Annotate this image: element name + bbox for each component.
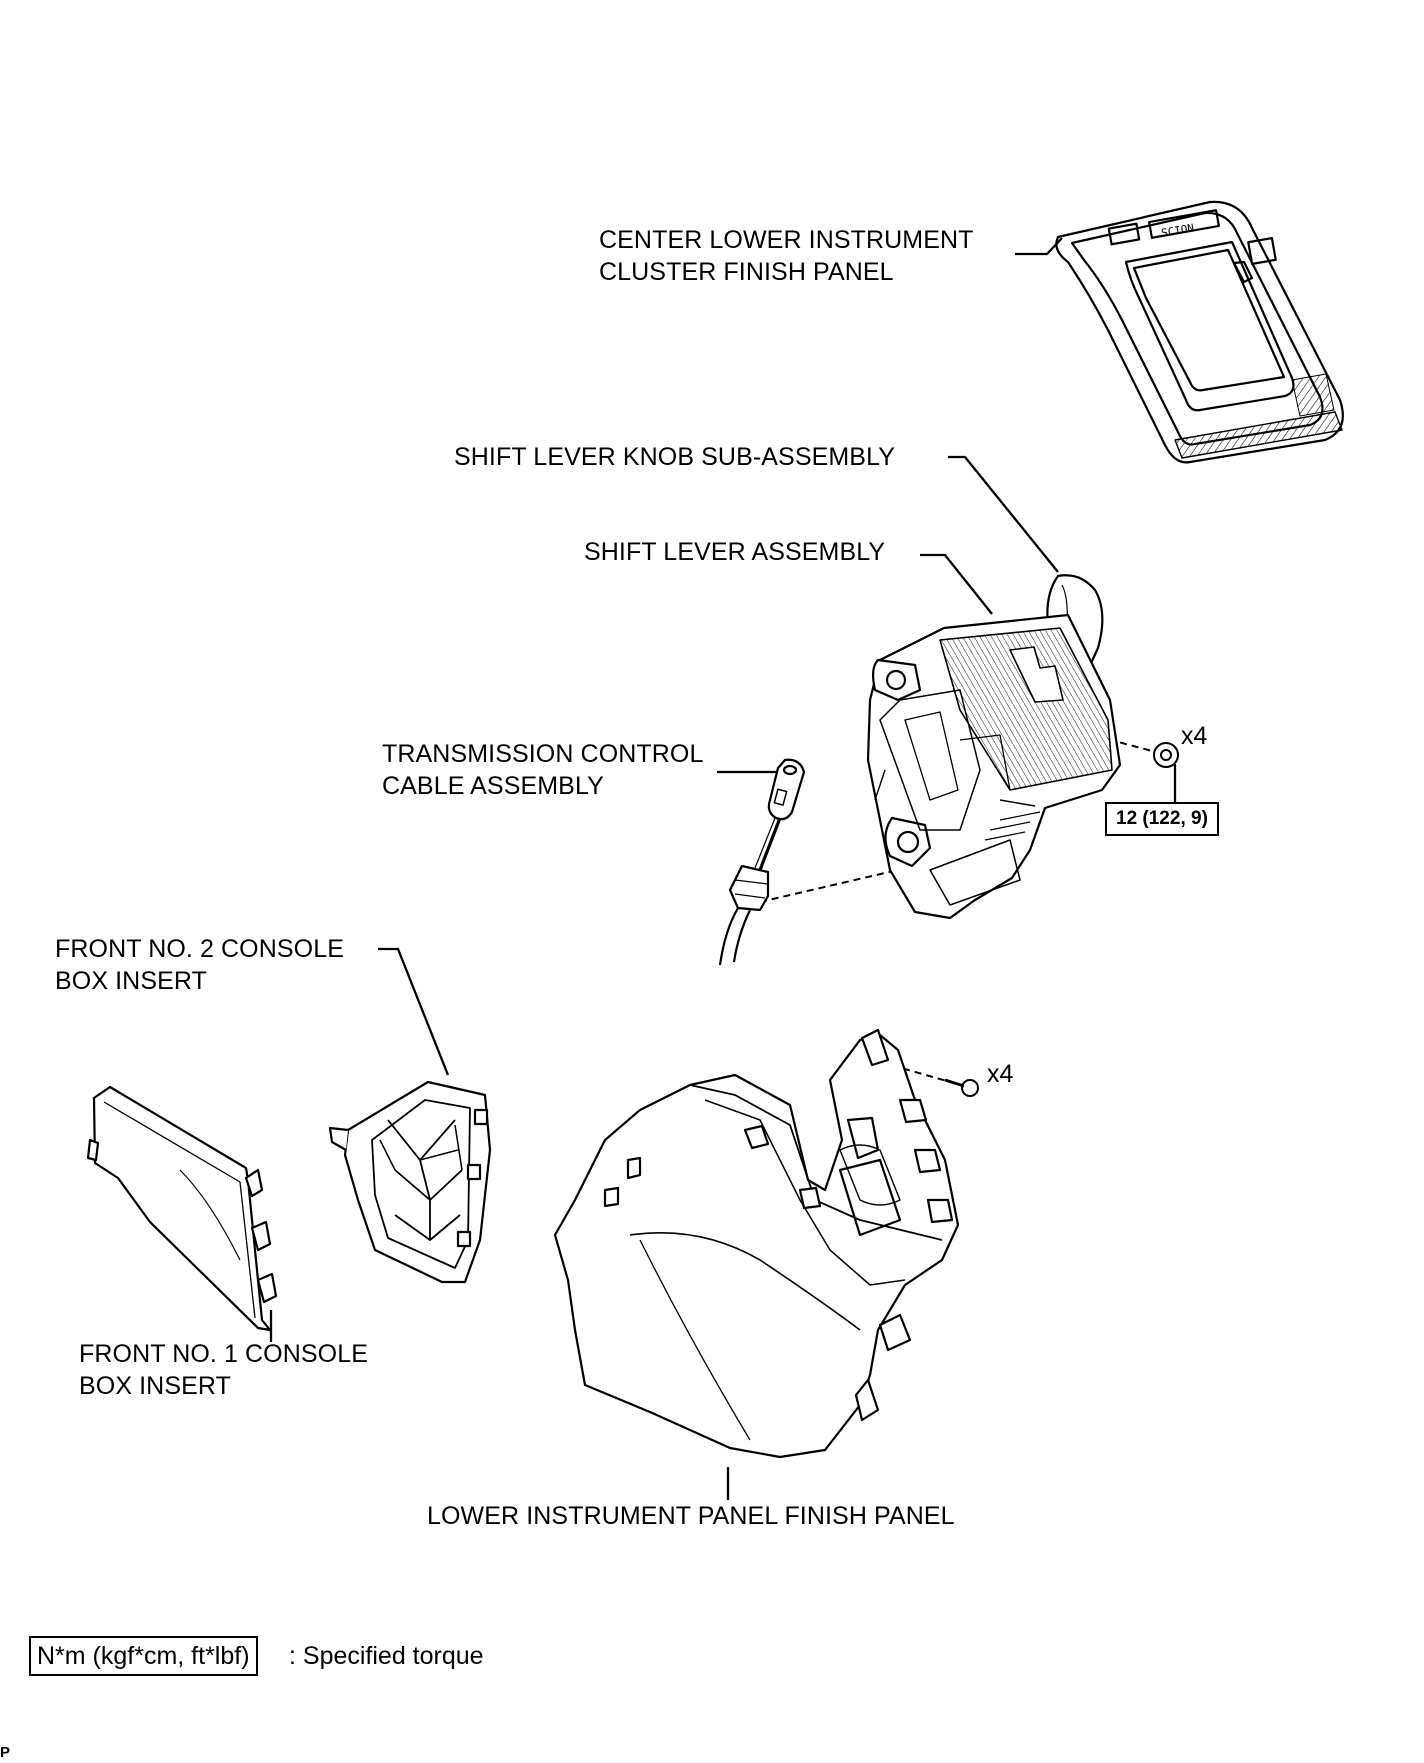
screw-quantity: x4 (987, 1060, 1014, 1088)
label-insert1-line2: BOX INSERT (79, 1372, 231, 1400)
label-insert2-line2: BOX INSERT (55, 967, 207, 995)
svg-text:SCION: SCION (1160, 221, 1195, 240)
transmission-control-cable (718, 758, 806, 966)
figure-code: P (0, 1744, 11, 1761)
label-cable-line2: CABLE ASSEMBLY (382, 772, 604, 800)
torque-legend-description: : Specified torque (289, 1642, 484, 1670)
center-lower-cluster-finish-panel: SCION (1055, 200, 1344, 464)
front-no2-console-box-insert (328, 1080, 492, 1284)
nut-torque-spec: 12 (122, 9) (1105, 802, 1219, 836)
label-cable-line1: TRANSMISSION CONTROL (382, 740, 704, 768)
label-insert1-line1: FRONT NO. 1 CONSOLE (79, 1340, 368, 1368)
nut-quantity: x4 (1181, 722, 1208, 750)
label-shift-lever-assembly: SHIFT LEVER ASSEMBLY (584, 538, 886, 566)
shift-lever-assembly (866, 613, 1122, 920)
leader-lines (269, 237, 1177, 1500)
lower-instrument-panel-finish-panel (553, 1028, 960, 1459)
label-center-panel-line2: CLUSTER FINISH PANEL (599, 258, 894, 286)
label-lower-panel: LOWER INSTRUMENT PANEL FINISH PANEL (427, 1502, 955, 1530)
front-no1-console-box-insert (86, 1085, 278, 1332)
nut-icon (1153, 742, 1179, 768)
label-shift-lever-knob: SHIFT LEVER KNOB SUB-ASSEMBLY (454, 443, 895, 471)
label-insert2-line1: FRONT NO. 2 CONSOLE (55, 935, 344, 963)
screw-icon (944, 1078, 979, 1097)
label-center-panel-line1: CENTER LOWER INSTRUMENT (599, 226, 974, 254)
torque-unit-legend-box: N*m (kgf*cm, ft*lbf) (29, 1636, 258, 1676)
